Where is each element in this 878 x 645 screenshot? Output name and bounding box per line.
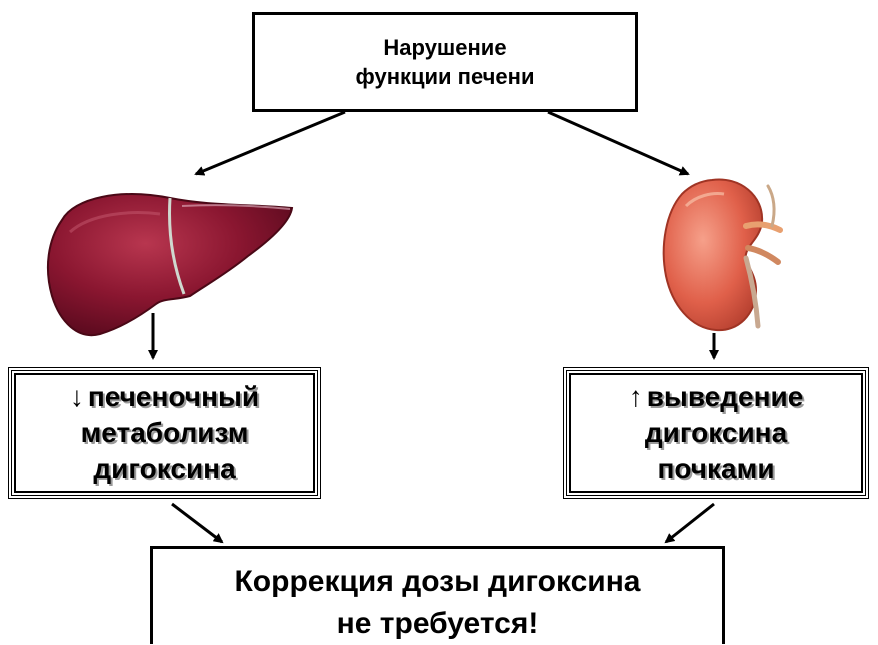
right-box-line-1: ↑выведение [629,379,804,415]
renal-excretion-box: ↑выведение дигоксина почками [563,367,869,499]
left-box-text-1: печеночный [88,381,259,412]
right-box-line-2: дигоксина [645,415,787,451]
left-box-line-1: ↓печеночный [70,379,259,415]
liver-icon [48,194,292,335]
kidney-icon [664,179,780,330]
arrow-left-to-bottom [172,504,222,542]
arrow-to-kidney [548,112,688,174]
arrow-down-icon: ↓ [70,379,84,415]
top-box-line-2: функции печени [356,62,535,91]
top-box-line-1: Нарушение [383,33,506,62]
arrow-up-icon: ↑ [629,379,643,415]
left-box-line-3: дигоксина [93,451,235,487]
bottom-box-line-2: не требуется! [337,603,539,645]
right-box-line-3: почками [657,451,774,487]
left-box-line-2: метаболизм [81,415,249,451]
arrow-right-to-bottom [666,504,714,542]
bottom-box-line-1: Коррекция дозы дигоксина [234,561,640,603]
liver-dysfunction-box: Нарушение функции печени [252,12,638,112]
dose-correction-box: Коррекция дозы дигоксина не требуется! [150,546,725,644]
hepatic-metabolism-box: ↓печеночный метаболизм дигоксина [8,367,321,499]
arrow-to-liver [196,112,345,174]
right-box-text-1: выведение [647,381,804,412]
